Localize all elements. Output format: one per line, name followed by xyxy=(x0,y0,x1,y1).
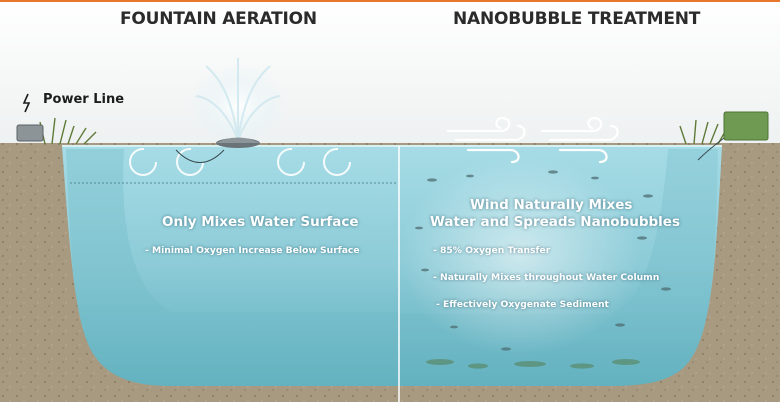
power-line-label: Power Line xyxy=(43,92,125,107)
fish-icon xyxy=(661,287,671,291)
pond-wall-left xyxy=(66,149,400,386)
swirl-icon xyxy=(277,148,305,176)
right-headline-line: Water and Spreads Nanobubbles xyxy=(430,214,680,230)
fish-icon xyxy=(637,236,647,240)
nanobubble-cloud xyxy=(400,155,640,355)
right-bullet: - Naturally Mixes throughout Water Colum… xyxy=(433,272,660,283)
left-headline: Only Mixes Water Surface xyxy=(162,214,359,230)
fish-icon xyxy=(427,178,437,182)
sky xyxy=(0,0,780,146)
fish-icon xyxy=(450,325,458,329)
grass-left xyxy=(39,117,97,145)
left-panel-title: FOUNTAIN AERATION xyxy=(120,9,317,29)
generator-hose xyxy=(697,137,725,161)
fish-icon xyxy=(615,323,625,327)
left-bullet: - Minimal Oxygen Increase Below Surface xyxy=(145,245,360,256)
right-headline-line: Wind Naturally Mixes xyxy=(470,197,633,213)
fountain-body xyxy=(216,137,260,143)
fish-icon xyxy=(421,268,429,272)
swirl-icon xyxy=(323,148,351,176)
fish-icon xyxy=(548,170,558,174)
fish-icon xyxy=(591,176,599,180)
power-box xyxy=(16,124,44,142)
top-accent-line xyxy=(0,0,780,2)
sediment-plants xyxy=(426,359,640,369)
fish-icon xyxy=(415,226,423,230)
fish-icon xyxy=(643,194,653,198)
fish-icon xyxy=(501,347,511,351)
fountain-cable xyxy=(175,149,225,163)
lightning-icon xyxy=(22,93,31,113)
wind-icon xyxy=(540,116,619,164)
swirl-icon xyxy=(129,148,157,176)
right-panel-title: NANOBUBBLE TREATMENT xyxy=(453,9,701,29)
right-bullet: - Effectively Oxygenate Sediment xyxy=(436,299,609,310)
nanobubble-generator xyxy=(723,111,769,141)
fountain-spray xyxy=(188,56,288,141)
fish-icon xyxy=(466,174,474,178)
right-bullet: - 85% Oxygen Transfer xyxy=(433,245,551,256)
